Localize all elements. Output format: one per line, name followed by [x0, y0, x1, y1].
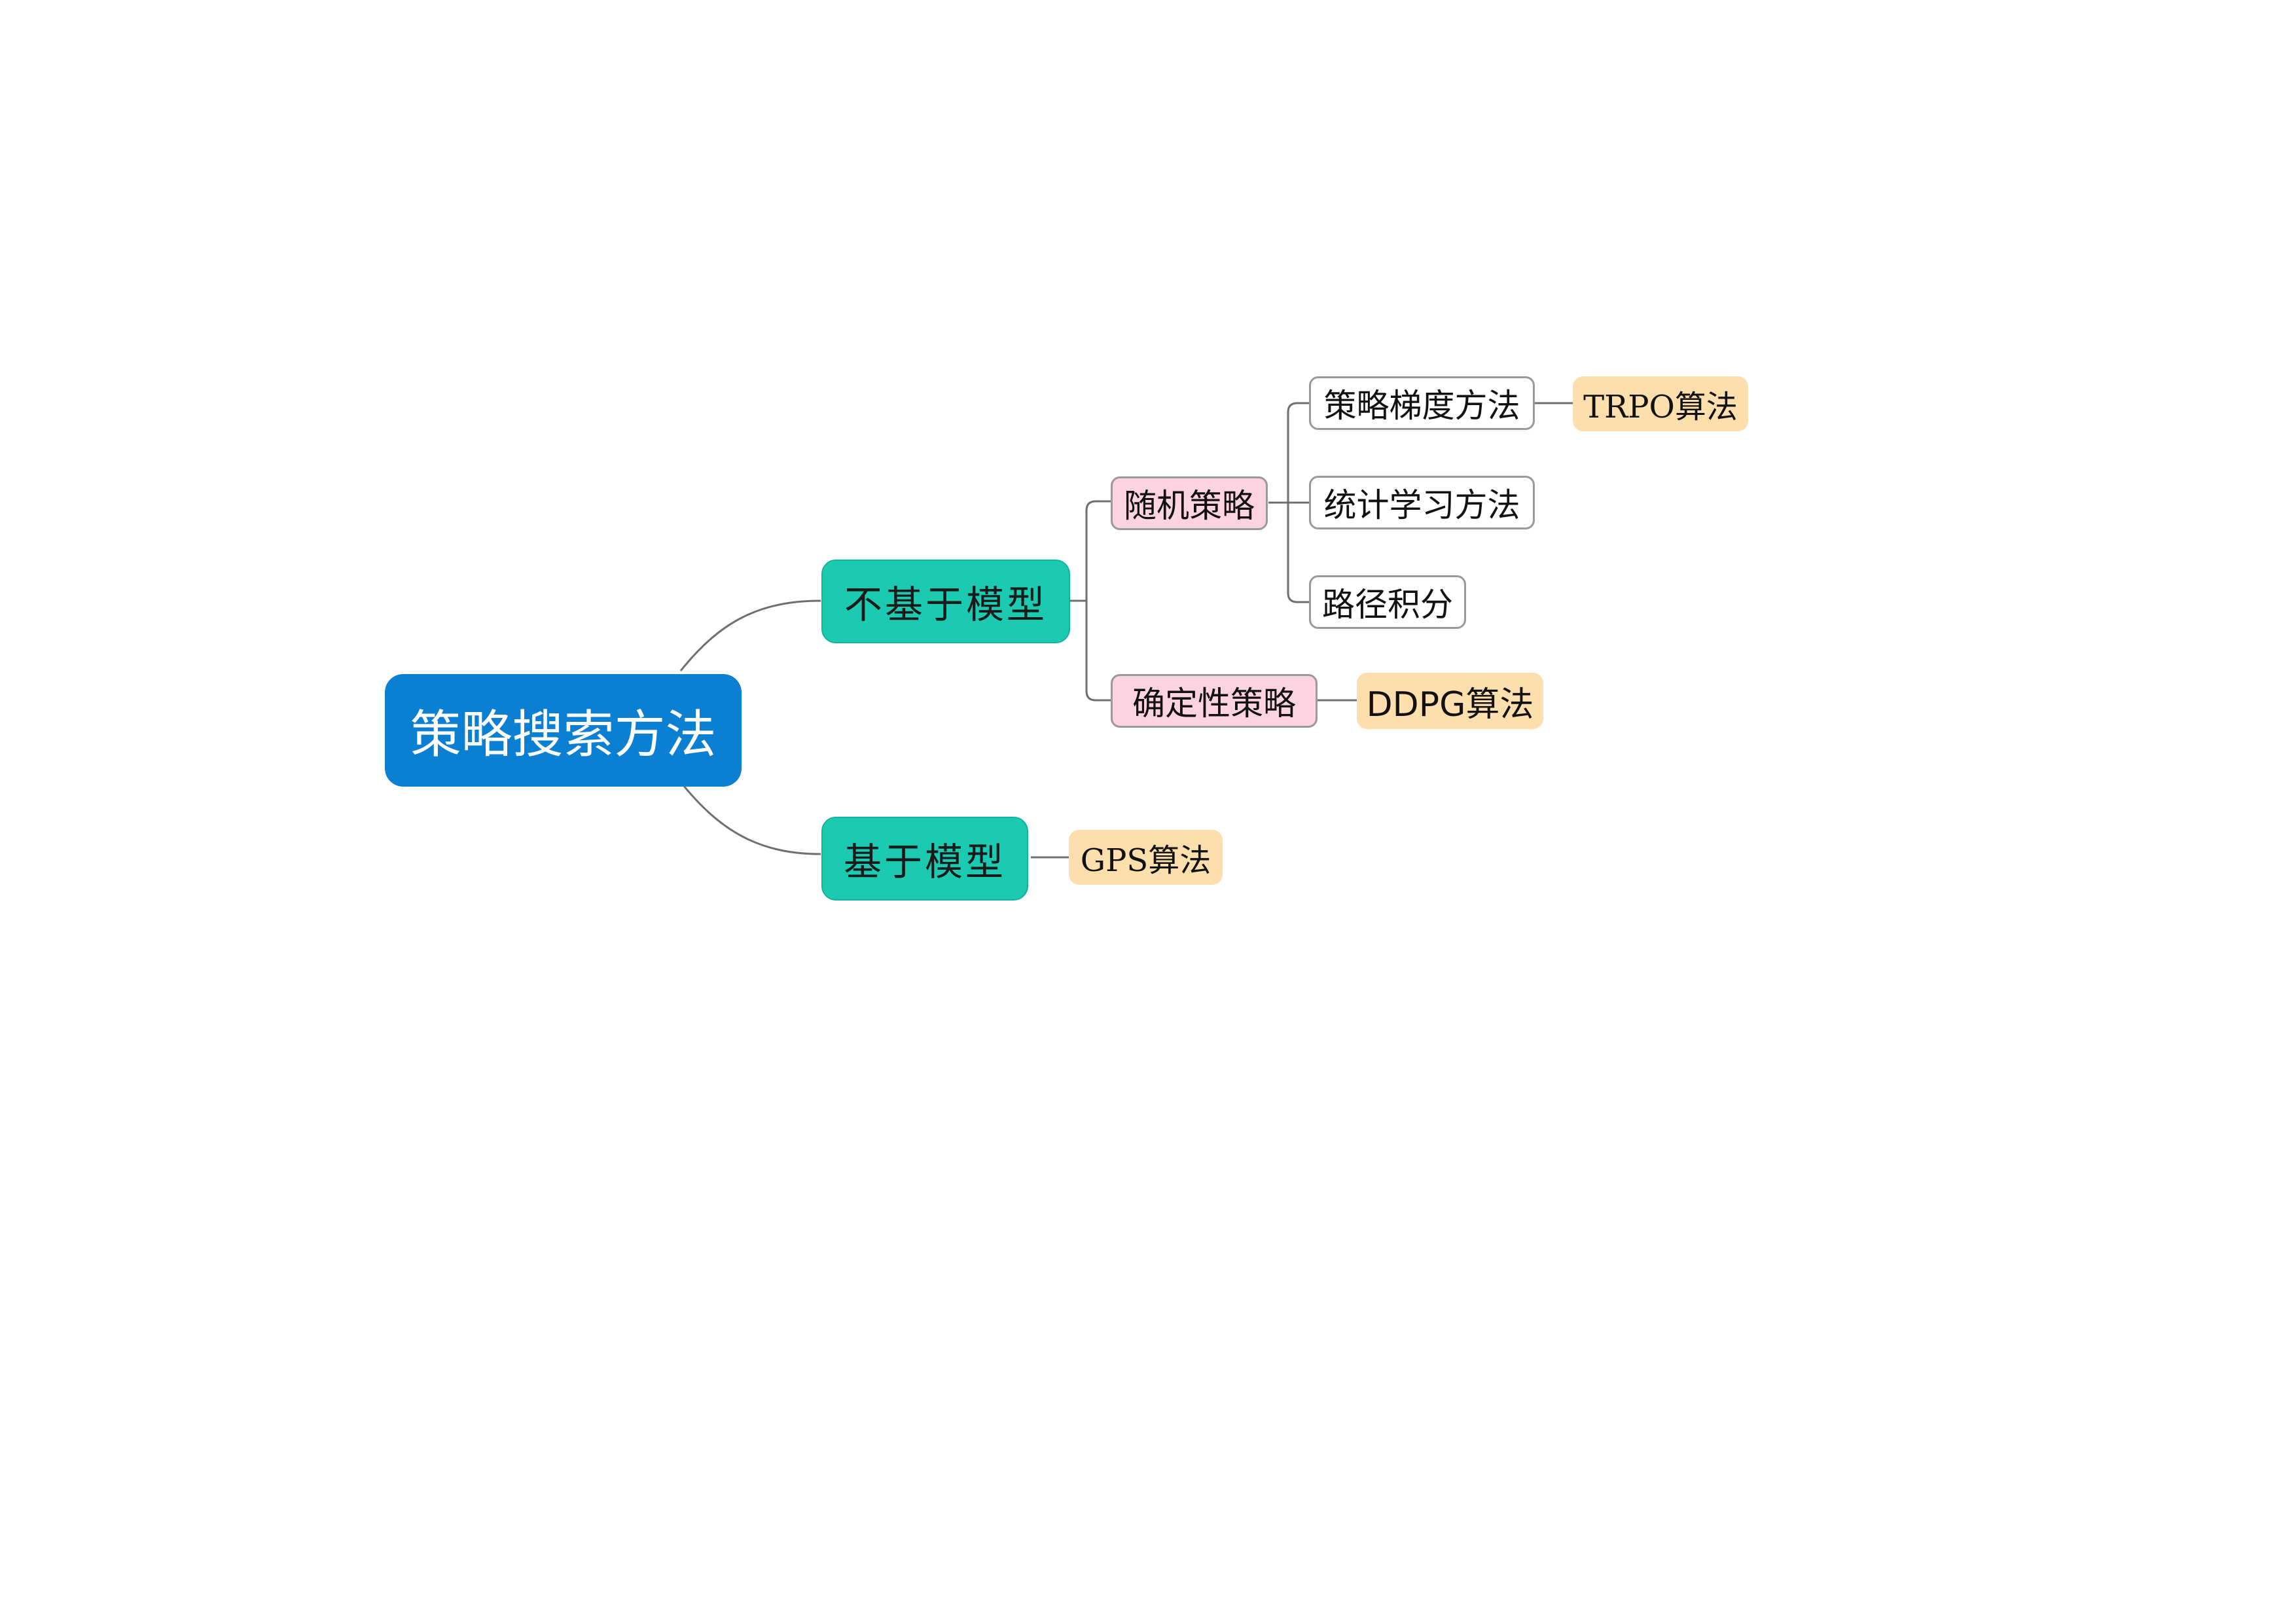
policy-gradient-node-label: 策略梯度方法	[1323, 387, 1520, 425]
model-free-node-label: 不基于模型	[844, 582, 1047, 627]
connector-stochastic-to-methods	[1268, 402, 1311, 603]
connector-root-to-model-free	[679, 599, 821, 671]
connector-model-free-to-policies	[1067, 500, 1113, 702]
statistical-learning-node[interactable]: 统计学习方法	[1309, 476, 1535, 529]
model-based-node-label: 基于模型	[843, 840, 1006, 884]
deterministic-policy-node[interactable]: 确定性策略	[1111, 674, 1318, 728]
trpo-algorithm-node[interactable]: TRPO算法	[1573, 376, 1748, 431]
stochastic-policy-node-label: 随机策略	[1124, 487, 1255, 525]
model-free-node[interactable]: 不基于模型	[821, 560, 1070, 643]
gps-algorithm-node-label: GPS算法	[1080, 842, 1211, 879]
connector-root-to-model-based	[679, 781, 821, 855]
gps-algorithm-node[interactable]: GPS算法	[1069, 830, 1223, 885]
path-integral-node-label: 路径积分	[1322, 586, 1453, 624]
policy-gradient-node[interactable]: 策略梯度方法	[1309, 376, 1535, 430]
root-node[interactable]: 策略搜索方法	[385, 674, 742, 787]
deterministic-policy-node-label: 确定性策略	[1132, 685, 1296, 722]
statistical-learning-node-label: 统计学习方法	[1323, 486, 1520, 524]
model-based-node[interactable]: 基于模型	[821, 817, 1028, 901]
root-node-label: 策略搜索方法	[410, 705, 717, 764]
ddpg-algorithm-node-label: DDPG算法	[1366, 685, 1534, 724]
trpo-algorithm-node-label: TRPO算法	[1583, 389, 1738, 425]
path-integral-node[interactable]: 路径积分	[1309, 575, 1466, 629]
stochastic-policy-node[interactable]: 随机策略	[1111, 476, 1268, 530]
ddpg-algorithm-node[interactable]: DDPG算法	[1357, 673, 1543, 729]
